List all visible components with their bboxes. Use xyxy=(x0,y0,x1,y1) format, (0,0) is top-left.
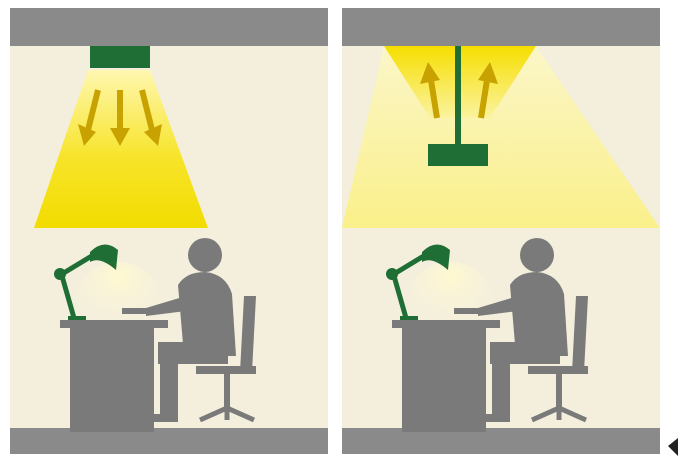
direct-lighting-panel xyxy=(10,8,328,454)
ceiling-light-icon xyxy=(90,46,150,68)
floor xyxy=(10,428,328,454)
floor xyxy=(342,428,660,454)
ceiling xyxy=(342,8,660,46)
ceiling xyxy=(10,8,328,46)
indirect-lighting-panel xyxy=(342,8,660,454)
corner-mark xyxy=(668,438,678,456)
